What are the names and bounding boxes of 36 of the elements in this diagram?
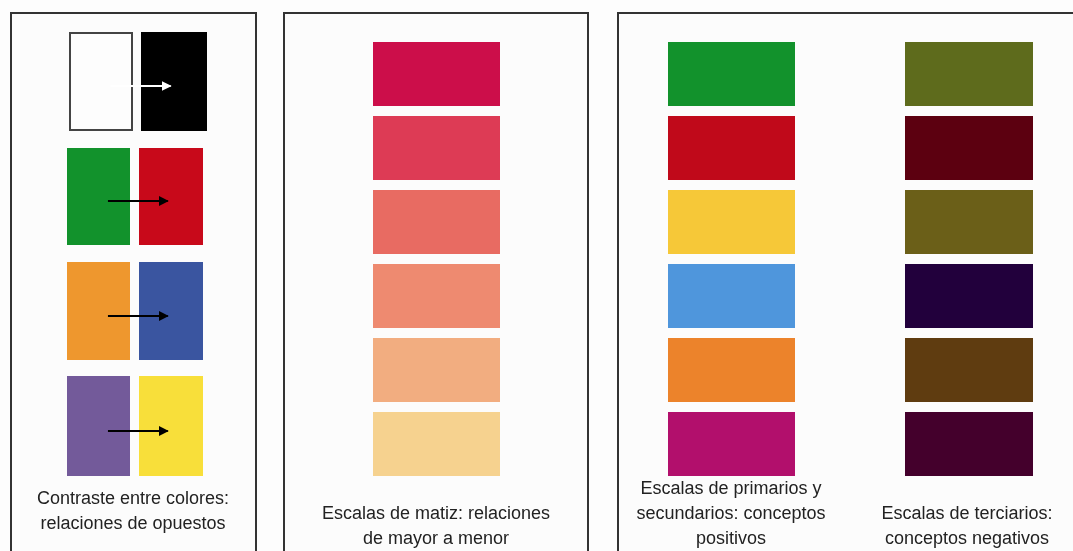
color-swatch xyxy=(67,148,130,245)
color-swatch xyxy=(139,148,203,245)
color-swatch xyxy=(905,412,1033,476)
color-swatch xyxy=(905,42,1033,106)
color-swatch xyxy=(69,32,133,131)
color-swatch xyxy=(668,264,795,328)
color-swatch xyxy=(668,338,795,402)
panel-label: Escalas de primarios y secundarios: conceptos positivos xyxy=(636,477,826,550)
color-swatch xyxy=(905,264,1033,328)
panel-card xyxy=(617,12,1073,551)
arrow xyxy=(106,196,169,206)
color-swatch xyxy=(373,264,500,328)
panel-label: Escalas de terciarios: conceptos negativos xyxy=(880,502,1054,550)
color-swatch xyxy=(668,116,795,180)
color-swatch xyxy=(373,190,500,254)
panel-label: Escalas de matiz: relaciones de mayor a menor xyxy=(320,502,552,550)
panel-card xyxy=(10,12,257,551)
color-swatch xyxy=(139,262,203,360)
color-swatch xyxy=(141,32,207,131)
color-swatch xyxy=(373,116,500,180)
color-swatch xyxy=(373,412,500,476)
arrow xyxy=(106,311,169,321)
color-swatch xyxy=(67,262,130,360)
color-swatch xyxy=(905,338,1033,402)
color-swatch xyxy=(905,116,1033,180)
color-swatch xyxy=(373,42,500,106)
color-swatch xyxy=(668,42,795,106)
color-swatch xyxy=(905,190,1033,254)
panel-label: Contraste entre colores: relaciones de opuestos xyxy=(35,487,231,535)
panel-card xyxy=(283,12,589,551)
color-swatch xyxy=(668,190,795,254)
color-swatch xyxy=(67,376,130,476)
color-swatch xyxy=(668,412,795,476)
color-swatch xyxy=(139,376,203,476)
arrow xyxy=(106,426,169,436)
color-swatch xyxy=(373,338,500,402)
